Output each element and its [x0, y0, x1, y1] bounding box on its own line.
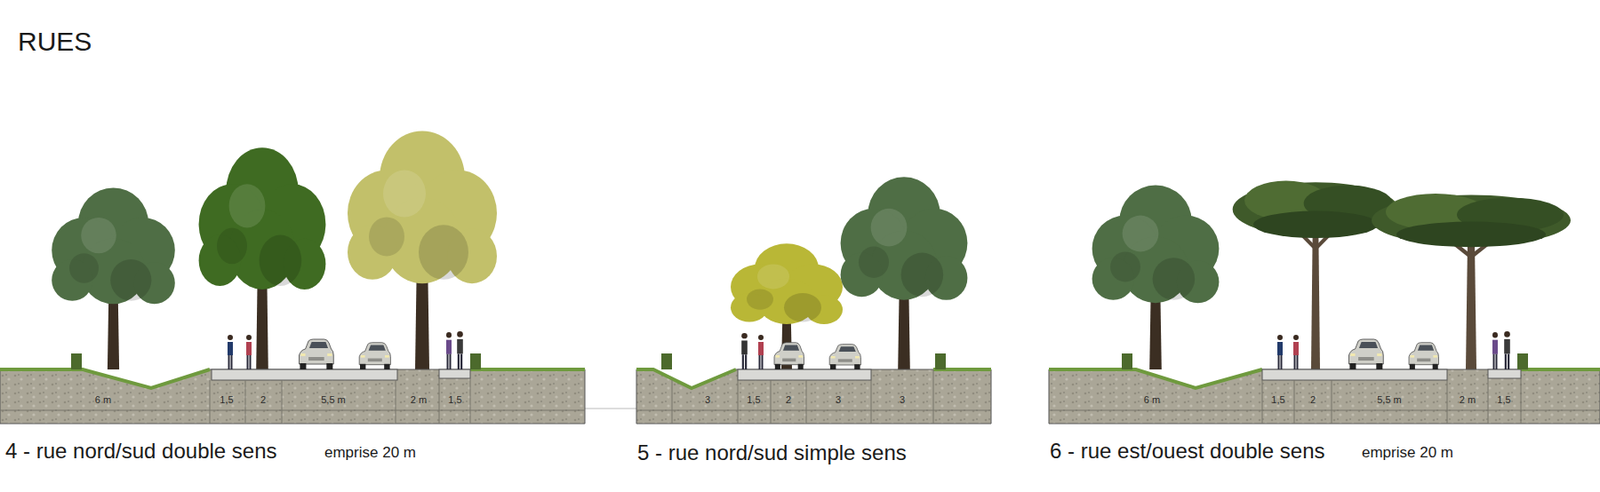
- dimension: 1,5: [448, 394, 462, 406]
- dimension: 6 m: [1144, 394, 1160, 406]
- dimension: 2: [260, 394, 266, 406]
- dimension: 5,5 m: [1376, 394, 1402, 406]
- dimension: 1,5: [1496, 394, 1511, 406]
- dimension: 3: [835, 394, 841, 406]
- dimension: 1,5: [1271, 394, 1285, 406]
- dimension: 2: [1310, 394, 1316, 406]
- dimension: 3: [704, 394, 711, 406]
- dimension: 1,5: [219, 394, 233, 406]
- dimension: 3: [899, 394, 905, 406]
- dimension: 2 m: [410, 394, 427, 406]
- page-title: RUES: [17, 26, 92, 57]
- dimension: 5,5 m: [320, 394, 346, 406]
- dimension: 6 m: [95, 394, 112, 406]
- section-caption: 5 - rue nord/sud simple sens: [637, 440, 907, 466]
- section-caption: 6 - rue est/ouest double sens: [1049, 439, 1326, 464]
- dimension: 2 m: [1459, 394, 1476, 406]
- section-caption: 4 - rue nord/sud double sens: [5, 439, 278, 464]
- dimension: 2: [785, 394, 792, 406]
- dimension: 1,5: [746, 394, 760, 406]
- section-note: emprise 20 m: [1361, 444, 1454, 463]
- section-note: emprise 20 m: [324, 444, 416, 463]
